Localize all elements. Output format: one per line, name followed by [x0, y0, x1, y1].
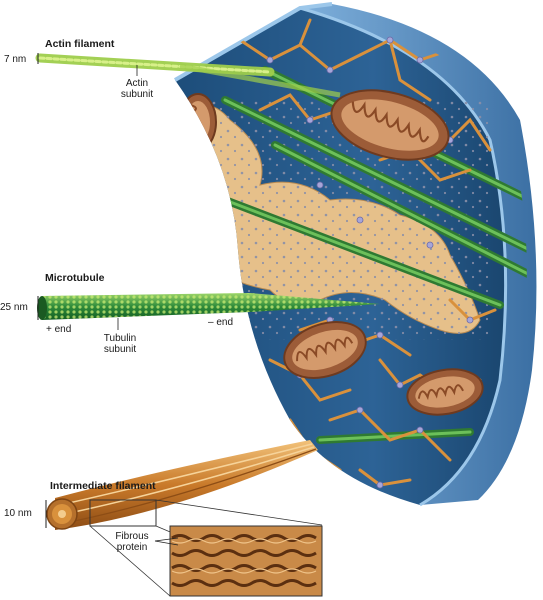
intermediate-size-label: 10 nm — [4, 508, 32, 519]
fibrous-protein-inset — [169, 525, 323, 597]
zoom-line-left — [89, 525, 171, 597]
tubulin-subunit-label-2: subunit — [103, 344, 137, 355]
mitochondrion-large — [330, 89, 450, 161]
zoom-source-box — [89, 499, 157, 527]
membrane-top-edge — [174, 2, 333, 82]
intermediate-filament — [46, 440, 318, 530]
mitochondrion-small-left — [179, 93, 217, 151]
actin-size-label: 7 nm — [4, 54, 27, 65]
microtubule — [37, 293, 380, 320]
plus-end-label: + end — [46, 324, 72, 335]
minus-end-label: – end — [208, 317, 234, 328]
zoom-line-top — [155, 499, 323, 526]
microtubule-size-label: 25 nm — [0, 302, 28, 313]
tubulin-subunit-label-1: Tubulin — [103, 333, 137, 344]
mitochondrion-mid — [283, 321, 367, 379]
fibrous-protein-leader — [154, 537, 179, 542]
intermediate-filament-title: Intermediate filament — [50, 480, 156, 492]
mitochondrion-lower-right — [406, 368, 484, 416]
fibrous-protein-label-2: protein — [116, 542, 148, 553]
actin-subunit-label-2: subunit — [120, 89, 154, 100]
actin-subunit-label-1: Actin — [125, 78, 149, 89]
fibrous-protein-label-1: Fibrous — [115, 531, 149, 542]
microtubule-title: Microtubule — [45, 272, 105, 284]
actin-filament-title: Actin filament — [45, 38, 115, 50]
cell-cutaway — [174, 2, 537, 507]
fibrous-protein-leader-2 — [154, 540, 179, 546]
actin-filament — [35, 53, 341, 98]
